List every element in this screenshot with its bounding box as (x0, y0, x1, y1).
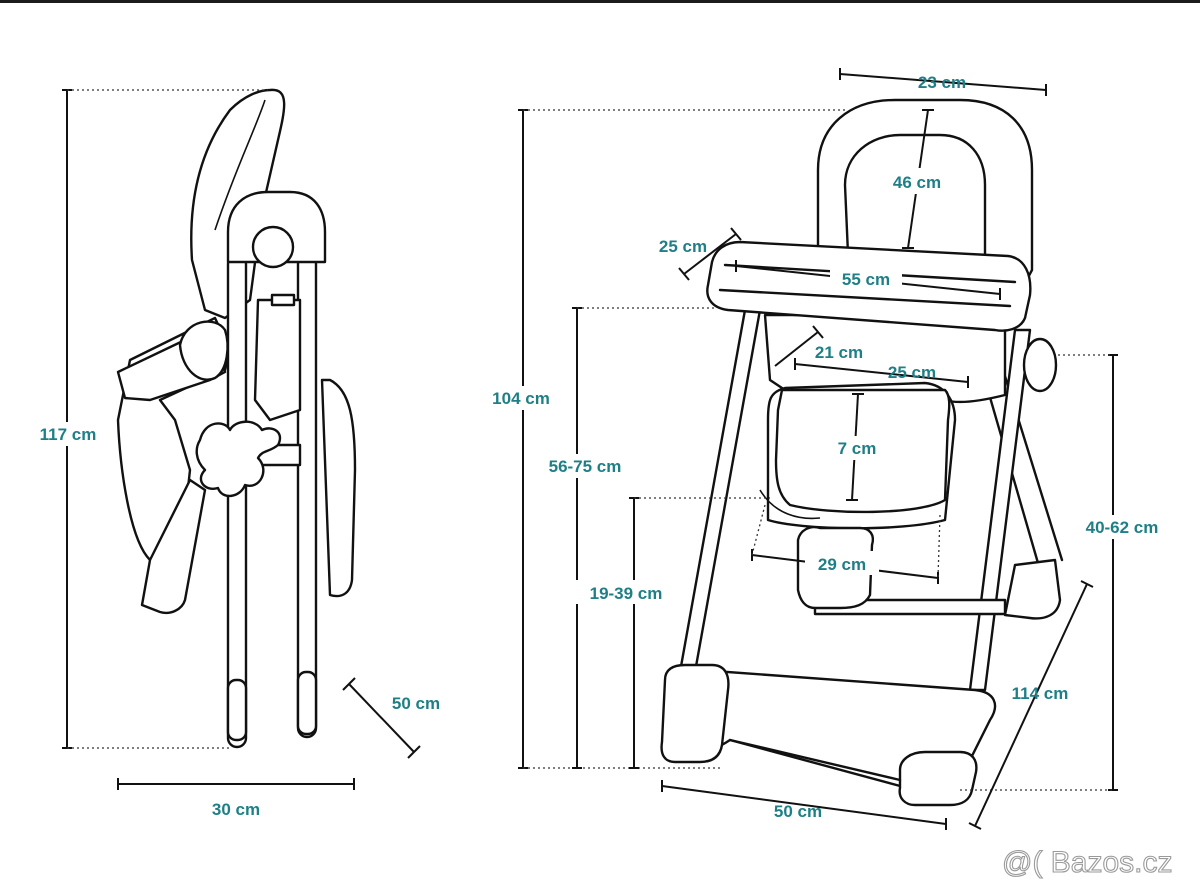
armrest-height-dimension (960, 354, 1178, 791)
seat-depth-label: 21 cm (815, 343, 863, 362)
front-base-bar (728, 738, 902, 782)
footrest-width-dimension (751, 504, 941, 584)
tray-width-dimension (735, 260, 1001, 300)
side-toy-clip (195, 420, 282, 498)
backrest-width-label: 23 cm (918, 73, 966, 92)
side-depth-label: 30 cm (212, 800, 260, 819)
side-depth-dimension (117, 778, 355, 790)
depth-label: 114 cm (1012, 684, 1069, 703)
seat-height-label: 19-39 cm (590, 584, 663, 603)
seat-width-label: 25 cm (888, 363, 936, 382)
armrest-height-label: 40-62 cm (1086, 518, 1159, 537)
side-height-dimension (28, 89, 268, 749)
total-height-dimension (480, 109, 845, 769)
seat-height-dimension (572, 497, 770, 769)
side-width-dimension (342, 677, 421, 759)
front-right-foot-rear (1003, 558, 1062, 620)
watermark: @( Bazos.cz (1002, 846, 1173, 879)
backrest-width-dimension (839, 68, 1047, 96)
side-height-label: 117 cm (40, 425, 97, 444)
side-view (116, 88, 357, 749)
side-front-leg (226, 253, 248, 749)
front-right-foot (898, 750, 978, 807)
side-front-leg-cap (226, 678, 248, 742)
footrest-width-label: 29 cm (818, 555, 866, 574)
side-hub-knob (251, 225, 295, 269)
seat-cushion-height-dimension (828, 393, 886, 501)
front-footrest-link (759, 489, 821, 520)
front-height-knob (1022, 337, 1058, 393)
tray-depth-dimension (678, 227, 742, 281)
side-footrest (140, 478, 207, 614)
seat-cushion-height-label: 7 cm (838, 439, 877, 458)
base-width-label: 50 cm (774, 802, 822, 821)
side-width-label: 50 cm (392, 694, 440, 713)
tray-height-dimension (530, 307, 715, 769)
tray-height-label: 56-75 cm (549, 457, 622, 476)
seat-width-dimension (794, 358, 969, 388)
base-width-dimension (661, 780, 947, 830)
side-seat-bolt (270, 293, 296, 307)
side-back-leg-cap (296, 670, 318, 736)
tray-width-label: 55 cm (842, 270, 890, 289)
side-backrest-seam (214, 99, 266, 231)
tray-depth-label: 25 cm (659, 237, 707, 256)
backrest-height-dimension (880, 109, 954, 249)
side-armrest-knob (178, 320, 229, 381)
top-border (0, 0, 1200, 3)
front-left-leg (678, 308, 762, 674)
side-rear-leg (320, 378, 357, 598)
backrest-height-label: 46 cm (893, 173, 941, 192)
seat-depth-dimension (774, 325, 824, 367)
side-seat-link (253, 298, 302, 422)
total-height-label: 104 cm (492, 389, 550, 408)
front-left-foot (660, 663, 730, 764)
depth-dimension (968, 580, 1094, 830)
